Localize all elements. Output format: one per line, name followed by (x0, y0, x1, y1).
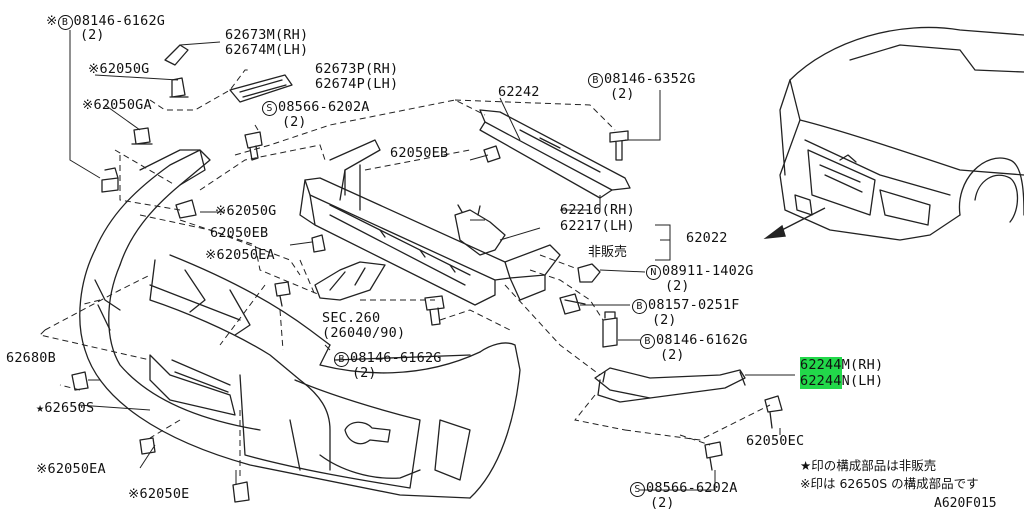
label-62217[interactable]: 62217(LH) (560, 218, 635, 234)
label-62050EB-top[interactable]: 62050EB (390, 145, 449, 161)
label-62674M[interactable]: 62674M(LH) (225, 42, 309, 58)
qty-08566-6202A-bottom: (2) (650, 495, 675, 511)
label-62673M[interactable]: 62673M(RH) (225, 27, 309, 43)
diagram-code: A620F015 (934, 496, 997, 511)
qty-08146-6162G-center: (2) (352, 365, 377, 381)
label-62674P[interactable]: 62674P(LH) (315, 76, 399, 92)
note-star-not-for-sale: ★印の構成部品は非販売 (800, 458, 937, 473)
leader-lines (69, 30, 795, 491)
fasteners (71, 44, 783, 503)
asterisk-mark: ※ (46, 13, 58, 29)
label-sec-260[interactable]: SEC.260 (322, 310, 381, 326)
label-not-for-sale: 非販売 (588, 245, 628, 260)
bolt-b-circle-icon: B (632, 299, 647, 314)
label-62050G-mid[interactable]: ※62050G (215, 203, 277, 219)
bolt-b-circle-icon: B (640, 334, 655, 349)
front-bumper-fascia (79, 149, 521, 499)
label-62680B[interactable]: 62680B (6, 350, 56, 366)
upper-stay-62242 (479, 109, 631, 199)
dashed-lines (39, 69, 771, 480)
star-mark: ★ (36, 400, 45, 416)
note-asterisk-components: ※印は 62650S の構成部品です (800, 476, 979, 491)
label-62050EA-bottom[interactable]: ※62050EA (36, 461, 106, 477)
qty-08566-6202A-top: (2) (282, 114, 307, 130)
qty-08146-6162G-top: (2) (80, 27, 105, 43)
direction-arrow (763, 207, 826, 239)
qty-08146-6352G: (2) (610, 86, 635, 102)
label-62673P[interactable]: 62673P(RH) (315, 61, 399, 77)
label-62050EC[interactable]: 62050EC (746, 433, 805, 449)
highlight-part-number: 62244 (800, 373, 842, 389)
bracket-62216 (454, 204, 506, 256)
nut-n-circle-icon: N (646, 265, 661, 280)
label-62242[interactable]: 62242 (498, 84, 540, 100)
label-62650S[interactable]: ★62650S (36, 400, 95, 416)
label-62050GA[interactable]: ※62050GA (82, 97, 152, 113)
qty-08157-0251F: (2) (652, 312, 677, 328)
label-62050EA-mid[interactable]: ※62050EA (205, 247, 275, 263)
label-62216[interactable]: 62216(RH) (560, 202, 635, 218)
label-62050E[interactable]: ※62050E (128, 486, 190, 502)
highlight-part-number: 62244 (800, 357, 842, 373)
label-26040-90[interactable]: (26040/90) (322, 325, 406, 341)
bolt-b-circle-icon: B (588, 73, 603, 88)
vehicle-inset (779, 26, 1024, 241)
qty-08911-1402G: (2) (665, 278, 690, 294)
screw-s-circle-icon: S (630, 482, 645, 497)
screw-s-circle-icon: S (262, 101, 277, 116)
label-62050EB-mid[interactable]: 62050EB (210, 225, 269, 241)
bumper-reinforcement (299, 139, 561, 306)
bolt-b-circle-icon: B (57, 15, 73, 30)
label-62050G-top[interactable]: ※62050G (88, 61, 150, 77)
side-bracket-62244 (594, 367, 746, 403)
bolt-b-circle-icon: B (334, 352, 349, 367)
qty-08146-6162G-right: (2) (660, 347, 685, 363)
label-62022[interactable]: 62022 (686, 230, 728, 246)
label-62244N[interactable]: 62244N(LH) (800, 373, 884, 389)
label-62244M[interactable]: 62244M(RH) (800, 357, 884, 373)
